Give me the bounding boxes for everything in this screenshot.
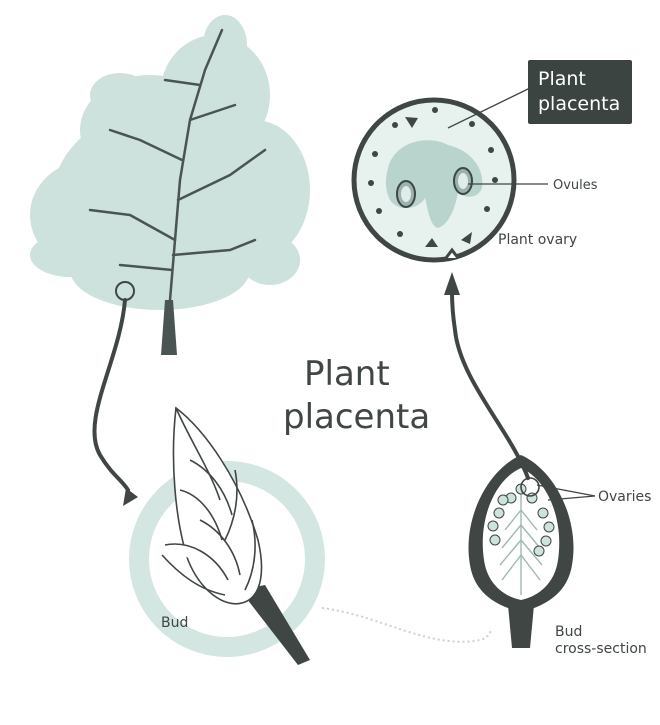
tree-trunk: [161, 300, 177, 355]
ovary-wedges: [405, 117, 472, 247]
bud-stem: [240, 585, 310, 665]
cross-section-stem: [508, 605, 534, 648]
plant-ovary-label: Plant ovary: [498, 232, 577, 248]
cross-section-to-ovary-arrow: [444, 272, 530, 480]
bud-to-cross-section-trail: [321, 607, 492, 643]
bud-cross-section: [468, 455, 574, 648]
bud-label: Bud: [161, 615, 188, 631]
plant-ovary-illustration: [351, 97, 517, 263]
ovules-label: Ovules: [553, 178, 598, 193]
ovaries-leader-lines: [536, 484, 596, 501]
tree-canopy: [30, 15, 310, 310]
diagram-title-line-1: Plant: [304, 354, 390, 394]
ovary-wall-dots: [368, 107, 498, 237]
cross-section-ovary-dots: [487, 483, 555, 557]
callout-box: [528, 60, 632, 124]
cross-section-veins: [499, 490, 543, 595]
plant-placenta-callout: Plant placenta: [447, 60, 632, 129]
bud-illustration: [129, 406, 325, 665]
bud-cross-section-label-2: cross-section: [555, 641, 647, 657]
ovary-notch: [444, 247, 460, 259]
callout-line-1: Plant: [538, 68, 586, 90]
callout-line-2: placenta: [538, 93, 620, 115]
callout-leader-line: [447, 87, 531, 129]
bud-body: [161, 406, 263, 605]
ovaries-label: Ovaries: [598, 489, 651, 505]
bud-cross-section-label-1: Bud: [555, 624, 582, 640]
tree-to-bud-arrow: [92, 298, 138, 506]
tree-illustration: [30, 15, 310, 355]
diagram-title-line-2: placenta: [283, 397, 430, 437]
